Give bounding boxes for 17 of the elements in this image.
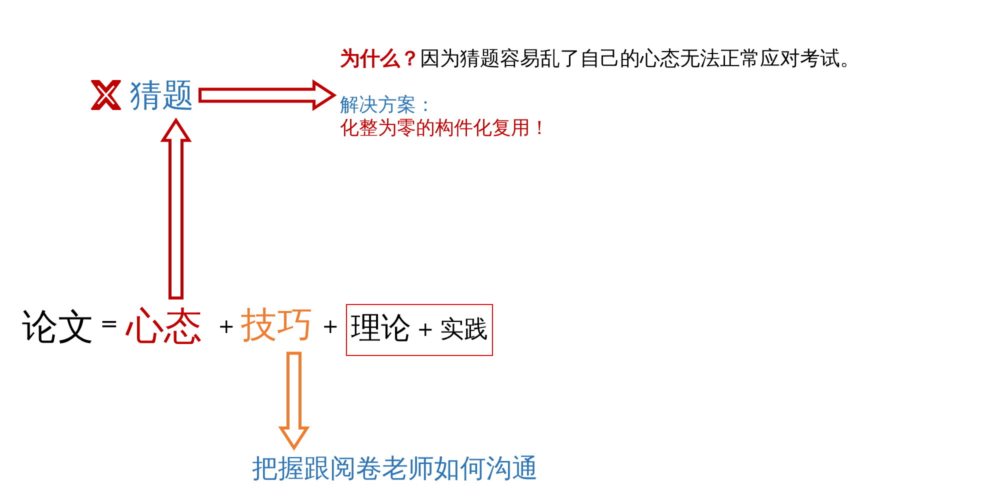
equals-sign: = xyxy=(100,312,118,338)
conclusion-text: 把握跟阅卷老师如何沟通 xyxy=(252,454,538,486)
term-text: 实践 xyxy=(440,314,488,344)
term-text: 理论 xyxy=(351,311,411,347)
term-text: 心态 xyxy=(126,304,202,350)
term-text: 论文 xyxy=(22,306,94,350)
solution-text: 化整为零的构件化复用！ xyxy=(340,116,550,140)
plus-sign: + xyxy=(322,314,339,338)
solution-heading: 解决方案： xyxy=(340,94,436,117)
hollow-arrow xyxy=(278,352,310,451)
term-text: 技巧 xyxy=(241,304,313,348)
plus-sign: + xyxy=(417,317,434,341)
hollow-arrow xyxy=(160,118,192,300)
plus-sign: + xyxy=(218,314,235,338)
title-text: 猜题 xyxy=(130,76,194,114)
question-text: 为什么？因为猜题容易乱了自己的心态无法正常应对考试。 xyxy=(340,46,860,70)
hollow-arrow xyxy=(198,79,337,111)
